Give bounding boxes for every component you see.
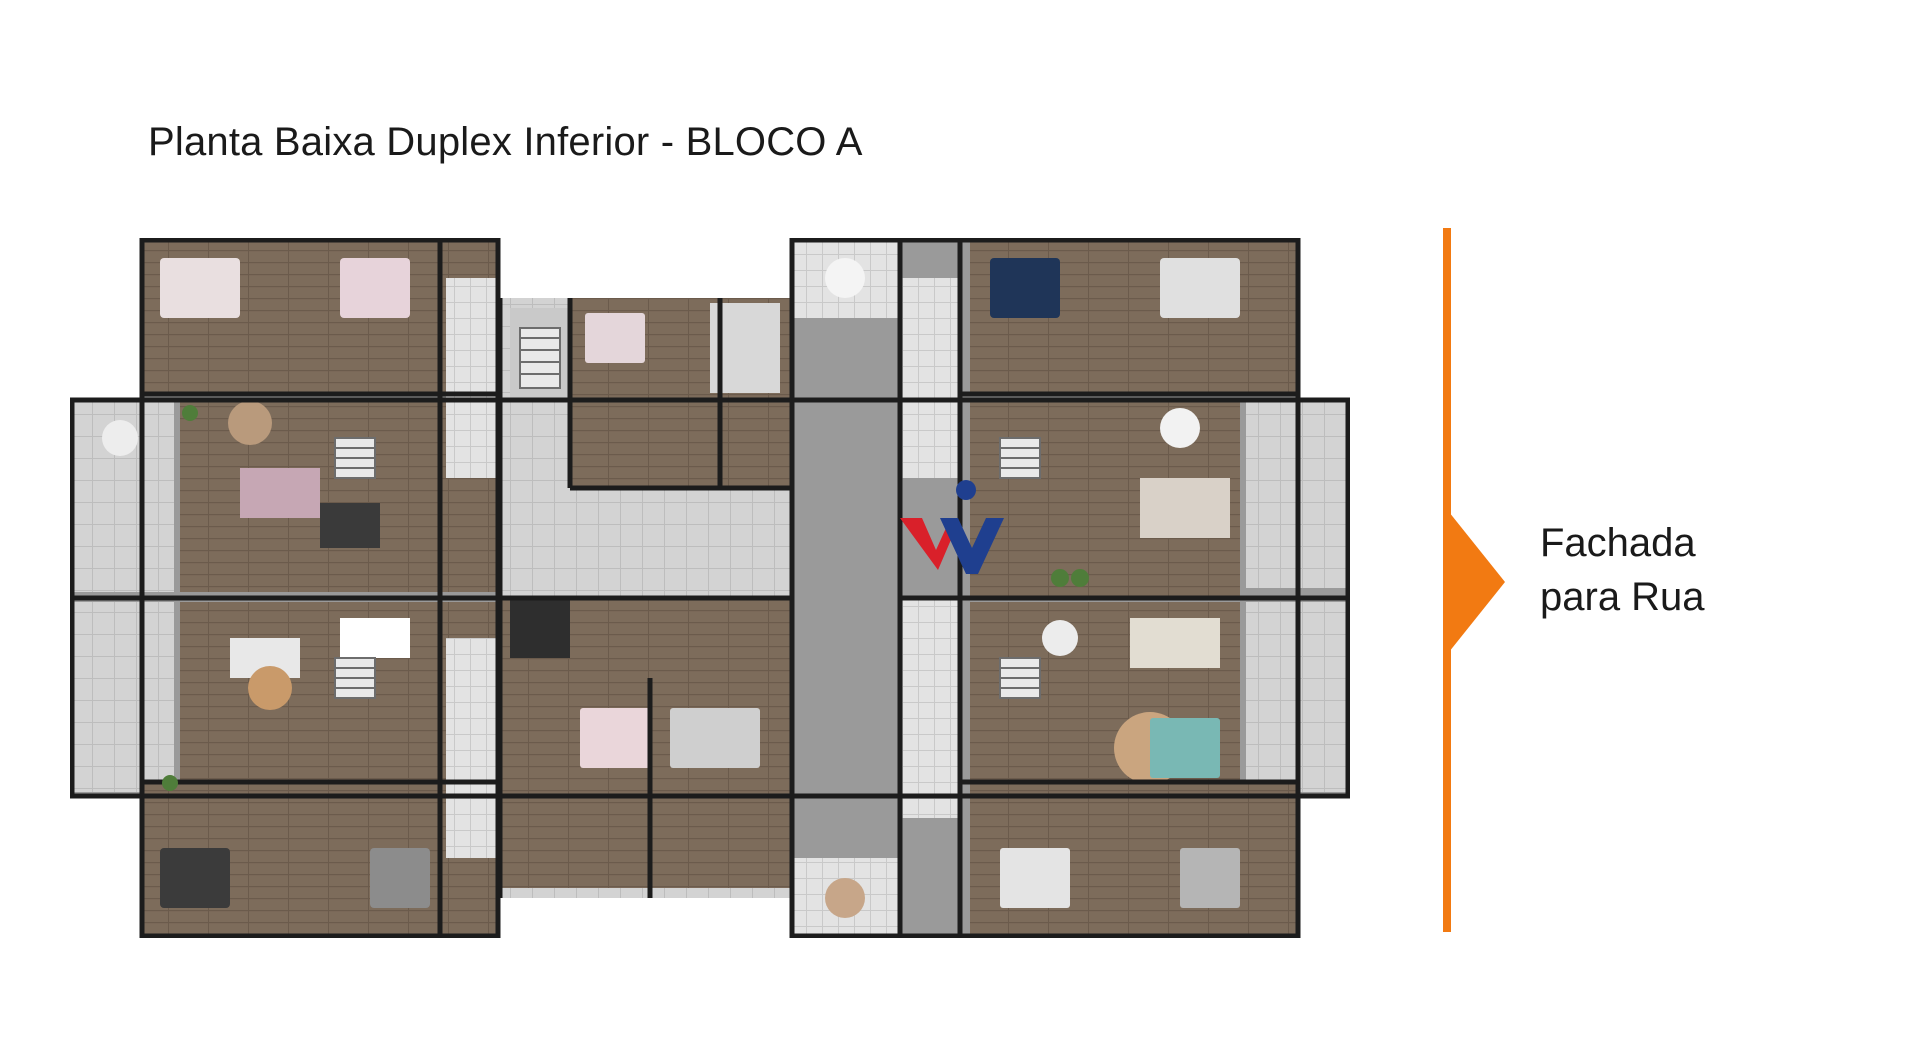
page-title: Planta Baixa Duplex Inferior - BLOCO A: [148, 120, 863, 164]
apartment-left-top: [74, 242, 500, 592]
facade-line: [1443, 228, 1451, 932]
walls: [70, 238, 1350, 938]
floor-plan: [70, 238, 1350, 938]
floor-plan-drawing: [70, 238, 1350, 938]
vv-logo-icon: [900, 480, 1004, 574]
apartment-left-bottom: [74, 602, 500, 934]
facade-label-line1: Fachada: [1540, 521, 1696, 565]
stairs: [334, 327, 1041, 699]
facade-label-line2: para Rua: [1540, 575, 1705, 619]
facade-label: Fachada para Rua: [1540, 516, 1705, 624]
arrow-right-icon: [1449, 512, 1505, 652]
plants: [162, 405, 1089, 791]
apartment-right-bottom: [900, 598, 1346, 934]
